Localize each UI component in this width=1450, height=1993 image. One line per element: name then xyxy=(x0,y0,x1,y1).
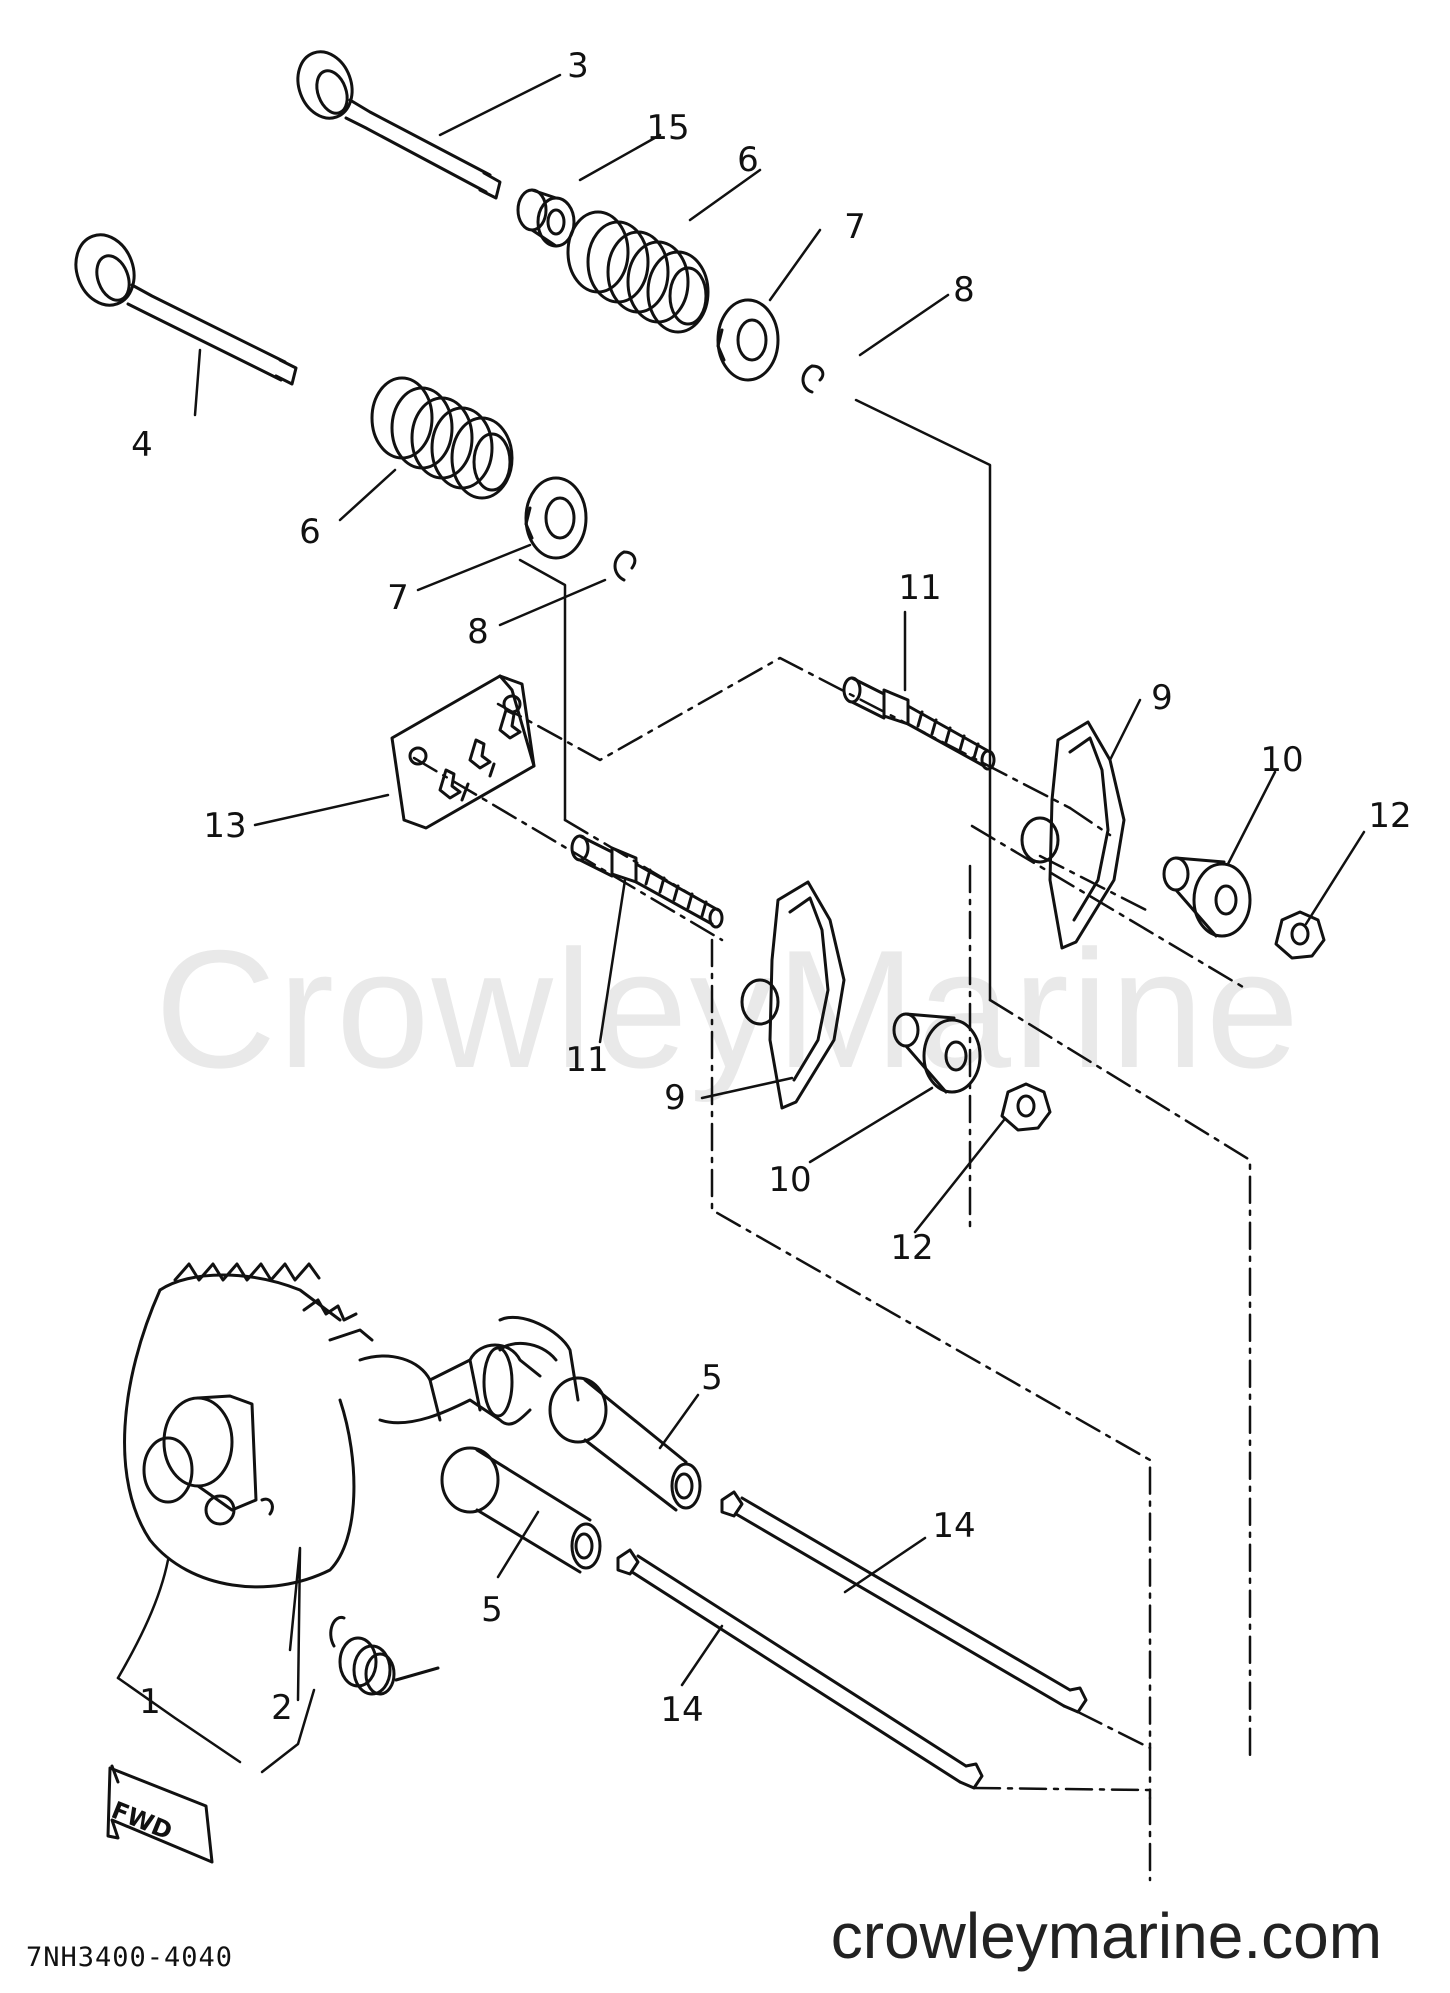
callout-4: 4 xyxy=(131,425,153,465)
fwd-arrow-icon xyxy=(106,1764,214,1864)
valve-top xyxy=(296,50,502,200)
callout-10-upper: 10 xyxy=(1260,740,1304,780)
site-url: crowleymarine.com xyxy=(830,1900,1382,1972)
camshaft xyxy=(123,1262,580,1589)
valve-lifter-lower xyxy=(440,1446,602,1574)
nut-upper xyxy=(1274,910,1326,960)
rocker-arm-upper xyxy=(1020,720,1126,950)
callout-11-lower: 11 xyxy=(565,1040,609,1080)
callout-13: 13 xyxy=(203,806,247,846)
leader-lines xyxy=(116,73,1366,1774)
callout-5-upper: 5 xyxy=(701,1358,723,1398)
callout-3: 3 xyxy=(567,46,589,86)
nut-lower xyxy=(1000,1082,1052,1132)
callout-5-lower: 5 xyxy=(481,1590,503,1630)
rocker-stud-upper xyxy=(842,676,996,771)
callout-1: 1 xyxy=(139,1682,161,1722)
valve-spring-top xyxy=(566,210,710,334)
valve-spring-left xyxy=(370,376,514,500)
guide-plate xyxy=(390,674,536,830)
callout-9-upper: 9 xyxy=(1151,678,1173,718)
valve-cotter-left xyxy=(613,550,637,582)
stem-seal xyxy=(516,188,576,248)
callout-7-left: 7 xyxy=(387,578,409,618)
callout-11-upper: 11 xyxy=(898,568,942,608)
callout-12-upper: 12 xyxy=(1368,796,1412,836)
callout-12-lower: 12 xyxy=(890,1228,934,1268)
callout-10-lower: 10 xyxy=(768,1160,812,1200)
valve-cotter-top xyxy=(801,364,825,394)
push-rod-upper xyxy=(720,1490,1088,1714)
callout-8-top: 8 xyxy=(953,270,975,310)
decompression-spring xyxy=(329,1615,440,1696)
rocker-stud-lower xyxy=(570,834,724,929)
assembly-lines xyxy=(412,656,1252,1882)
push-rod-lower xyxy=(616,1548,984,1790)
callout-6-left: 6 xyxy=(299,512,321,552)
diagram-code: 7NH3400-4040 xyxy=(26,1942,234,1973)
callout-6-top: 6 xyxy=(737,140,759,180)
callout-7-top: 7 xyxy=(844,207,866,247)
spring-retainer-top xyxy=(716,298,780,382)
callout-14-upper: 14 xyxy=(932,1506,976,1546)
callout-14-lower: 14 xyxy=(660,1690,704,1730)
rocker-arm-lower xyxy=(740,880,846,1110)
rocker-pivot-upper xyxy=(1162,856,1252,938)
callout-9-lower: 9 xyxy=(664,1078,686,1118)
callout-8-left: 8 xyxy=(467,612,489,652)
spring-retainer-left xyxy=(524,476,588,560)
watermark: CrowleyMarine xyxy=(154,915,1302,1103)
rocker-pivot-lower xyxy=(892,1012,982,1094)
callout-2: 2 xyxy=(271,1688,293,1728)
valve-left xyxy=(74,233,298,386)
valve-lifter-upper xyxy=(548,1376,702,1512)
callout-15: 15 xyxy=(646,108,690,148)
